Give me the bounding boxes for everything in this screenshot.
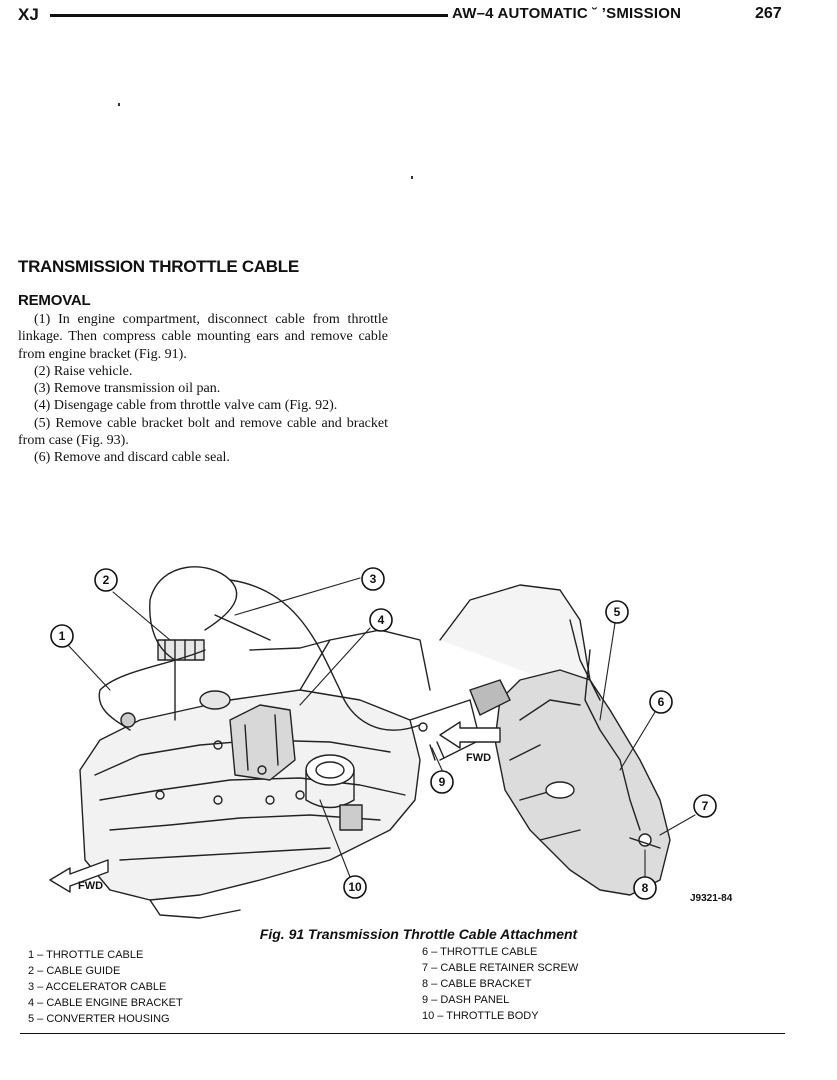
callout-3: 3 xyxy=(370,572,377,586)
callout-2: 2 xyxy=(103,573,110,587)
legend-item: 10 – THROTTLE BODY xyxy=(422,1010,539,1022)
legend-item: 7 – CABLE RETAINER SCREW xyxy=(422,962,579,974)
callout-circles xyxy=(50,567,717,900)
figure-caption: Fig. 91 Transmission Throttle Cable Atta… xyxy=(259,926,578,942)
leader-lines xyxy=(67,577,696,879)
scan-speck xyxy=(411,176,413,179)
legend-item: 5 – CONVERTER HOUSING xyxy=(28,1013,170,1025)
step-4: (4) Disengage cable from throttle valve … xyxy=(34,398,338,414)
step-5: (5) Remove cable bracket bolt and remove… xyxy=(18,415,388,449)
scan-speck xyxy=(118,103,120,106)
step-2: (2) Raise vehicle. xyxy=(34,363,133,379)
fwd-label-right: FWD xyxy=(466,752,492,764)
legend-item: 9 – DASH PANEL xyxy=(422,994,510,1006)
header-title: AW–4 AUTOMATIC ˘ ’SMISSION xyxy=(452,5,682,22)
procedure-steps: (1) In engine compartment, disconnect ca… xyxy=(18,311,388,467)
transmission-outline xyxy=(429,584,671,896)
bottom-rule xyxy=(20,1033,785,1034)
legend-item: 4 – CABLE ENGINE BRACKET xyxy=(28,997,183,1009)
legend-item: 2 – CABLE GUIDE xyxy=(28,965,121,977)
legend-left: 1 – THROTTLE CABLE 2 – CABLE GUIDE 3 – A… xyxy=(28,947,183,1027)
section-title: TRANSMISSION THROTTLE CABLE xyxy=(18,257,299,276)
header-model: XJ xyxy=(18,5,39,24)
callout-8: 8 xyxy=(642,881,649,895)
subsection-title: REMOVAL xyxy=(18,292,91,309)
legend-right: 6 – THROTTLE CABLE 7 – CABLE RETAINER SC… xyxy=(422,944,578,1024)
callout-7: 7 xyxy=(702,799,709,813)
step-3: (3) Remove transmission oil pan. xyxy=(34,381,221,397)
page-number: 267 xyxy=(755,5,782,22)
callout-4: 4 xyxy=(378,613,385,627)
figure-reference: J9321-84 xyxy=(690,893,733,904)
engine-outline xyxy=(49,566,481,919)
callout-6: 6 xyxy=(658,695,665,709)
fwd-label-left: FWD xyxy=(78,880,104,892)
legend-item: 8 – CABLE BRACKET xyxy=(422,978,532,990)
callout-5: 5 xyxy=(614,605,621,619)
legend-item: 1 – THROTTLE CABLE xyxy=(28,949,144,961)
callout-1: 1 xyxy=(59,629,66,643)
step-1: (1) In engine compartment, disconnect ca… xyxy=(18,312,388,362)
legend-item: 6 – THROTTLE CABLE xyxy=(422,946,538,958)
step-6: (6) Remove and discard cable seal. xyxy=(34,450,230,466)
page-header: XJ AW–4 AUTOMATIC ˘ ’SMISSION 267 xyxy=(0,0,837,30)
legend-item: 3 – ACCELERATOR CABLE xyxy=(28,981,167,993)
callout-10: 10 xyxy=(348,880,362,894)
header-rule xyxy=(50,14,448,17)
callout-9: 9 xyxy=(439,775,446,789)
